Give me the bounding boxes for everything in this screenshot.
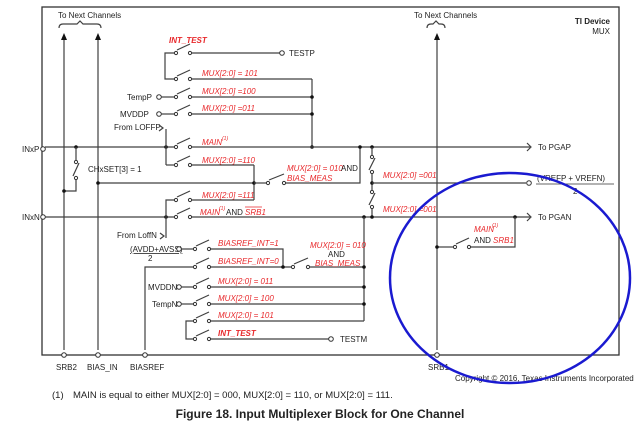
testp-label: TESTP xyxy=(289,49,315,58)
inxp-label: INxP xyxy=(22,145,39,154)
biasref-pin xyxy=(142,352,148,358)
srb1-label: SRB1 xyxy=(428,363,449,372)
inxn-pin xyxy=(40,214,46,220)
figure-caption: Figure 18. Input Multiplexer Block for O… xyxy=(176,407,465,421)
switch-icon xyxy=(72,159,80,181)
label-mux011-n: MUX[2:0] = 011 xyxy=(218,277,273,286)
from-loffn-label: From LoffN xyxy=(117,231,157,240)
switch-icon xyxy=(452,237,472,250)
label-mux010-b: MUX[2:0] = 010 xyxy=(310,241,366,250)
testm-label: TESTM xyxy=(340,335,367,344)
bias-in-label: BIAS_IN xyxy=(87,363,118,372)
svg-text:AND: AND xyxy=(328,250,345,259)
label-main-p: MAIN xyxy=(202,138,222,147)
vref-denominator: 2 xyxy=(573,187,578,196)
tempp-label: TempP xyxy=(127,93,152,102)
testp-node xyxy=(279,50,285,56)
annotation-circle xyxy=(388,171,632,385)
label-biasref1: BIASREF_INT=1 xyxy=(218,239,279,248)
mvddp-label: MVDDP xyxy=(120,110,149,119)
svg-text:AND: AND xyxy=(226,208,243,217)
from-loffp-label: From LOFFP xyxy=(114,123,161,132)
device-boundary xyxy=(41,6,620,356)
switch-icon xyxy=(173,43,193,117)
testm-node xyxy=(328,336,334,342)
svg-text:AND: AND xyxy=(474,236,491,245)
to-pgap-label: To PGAP xyxy=(538,143,571,152)
label-biasref0: BIASREF_INT=0 xyxy=(218,257,279,266)
footnote-text: MAIN is equal to either MUX[2:0] = 000, … xyxy=(73,390,393,401)
label-int-test-p: INT_TEST xyxy=(169,36,208,45)
label-mux101-p: MUX[2:0] = 101 xyxy=(202,69,258,78)
arrow-right-icon xyxy=(526,142,532,152)
arrow-up-icon xyxy=(95,33,101,40)
bias-in-pin xyxy=(95,352,101,358)
mvddn-label: MVDDN xyxy=(148,283,178,292)
srb1-pin xyxy=(434,352,440,358)
srb2-pin xyxy=(61,352,67,358)
inxp-pin xyxy=(40,146,46,152)
arrow-right-icon xyxy=(526,212,532,222)
vref-numerator: (VREFP + VREFN) xyxy=(537,174,605,183)
svg-text:(1): (1) xyxy=(219,206,225,212)
device-title: TI Device xyxy=(575,17,611,26)
chxset-label: CHxSET[3] = 1 xyxy=(88,165,142,174)
avdd-numerator: (AVDD+AVSS) xyxy=(130,245,183,254)
svg-text:(1): (1) xyxy=(222,136,228,142)
tempn-label: TempN xyxy=(152,300,178,309)
arrow-up-icon xyxy=(434,33,440,40)
avdd-denominator: 2 xyxy=(148,254,153,263)
device-subtitle: MUX xyxy=(592,27,610,36)
label-bias-meas-b: BIAS_MEAS xyxy=(315,259,361,268)
switch-icon xyxy=(290,257,311,270)
label-srb1-bar: SRB1 xyxy=(245,208,266,217)
label-srb1: SRB1 xyxy=(493,236,514,245)
biasref-label: BIASREF xyxy=(130,363,164,372)
label-main-srb1: MAIN xyxy=(474,225,494,234)
label-mux011-p: MUX[2:0] =011 xyxy=(202,104,255,113)
to-next-channels-left: To Next Channels xyxy=(58,11,121,20)
label-mux001-a: MUX[2:0] =001 xyxy=(383,171,437,180)
label-int-test-n: INT_TEST xyxy=(218,329,257,338)
inxn-label: INxN xyxy=(22,213,40,222)
label-mux111: MUX[2:0] =111 xyxy=(202,191,254,200)
label-mux100-p: MUX[2:0] =100 xyxy=(202,87,256,96)
label-mux001-b: MUX[2:0] =001 xyxy=(383,205,437,214)
footnote-marker: (1) xyxy=(52,390,64,401)
to-next-channels-right: To Next Channels xyxy=(414,11,477,20)
srb2-label: SRB2 xyxy=(56,363,77,372)
switch-icon xyxy=(192,239,212,342)
switch-icon xyxy=(265,173,287,186)
switch-icon xyxy=(368,154,376,210)
svg-text:(1): (1) xyxy=(492,223,498,229)
label-main-n: MAIN xyxy=(200,208,220,217)
arrow-up-icon xyxy=(61,33,67,40)
brace-left xyxy=(58,20,102,29)
label-mux101-n: MUX[2:0] = 101 xyxy=(218,311,274,320)
svg-text:AND: AND xyxy=(341,164,358,173)
label-mux110: MUX[2:0] =110 xyxy=(202,156,256,165)
to-pgan-label: To PGAN xyxy=(538,213,572,222)
switch-icon xyxy=(173,137,193,220)
label-bias-meas-a: BIAS_MEAS xyxy=(287,174,333,183)
label-mux010-a: MUX[2:0] = 010 xyxy=(287,164,343,173)
brace-right xyxy=(426,20,446,29)
label-mux100-n: MUX[2:0] = 100 xyxy=(218,294,274,303)
